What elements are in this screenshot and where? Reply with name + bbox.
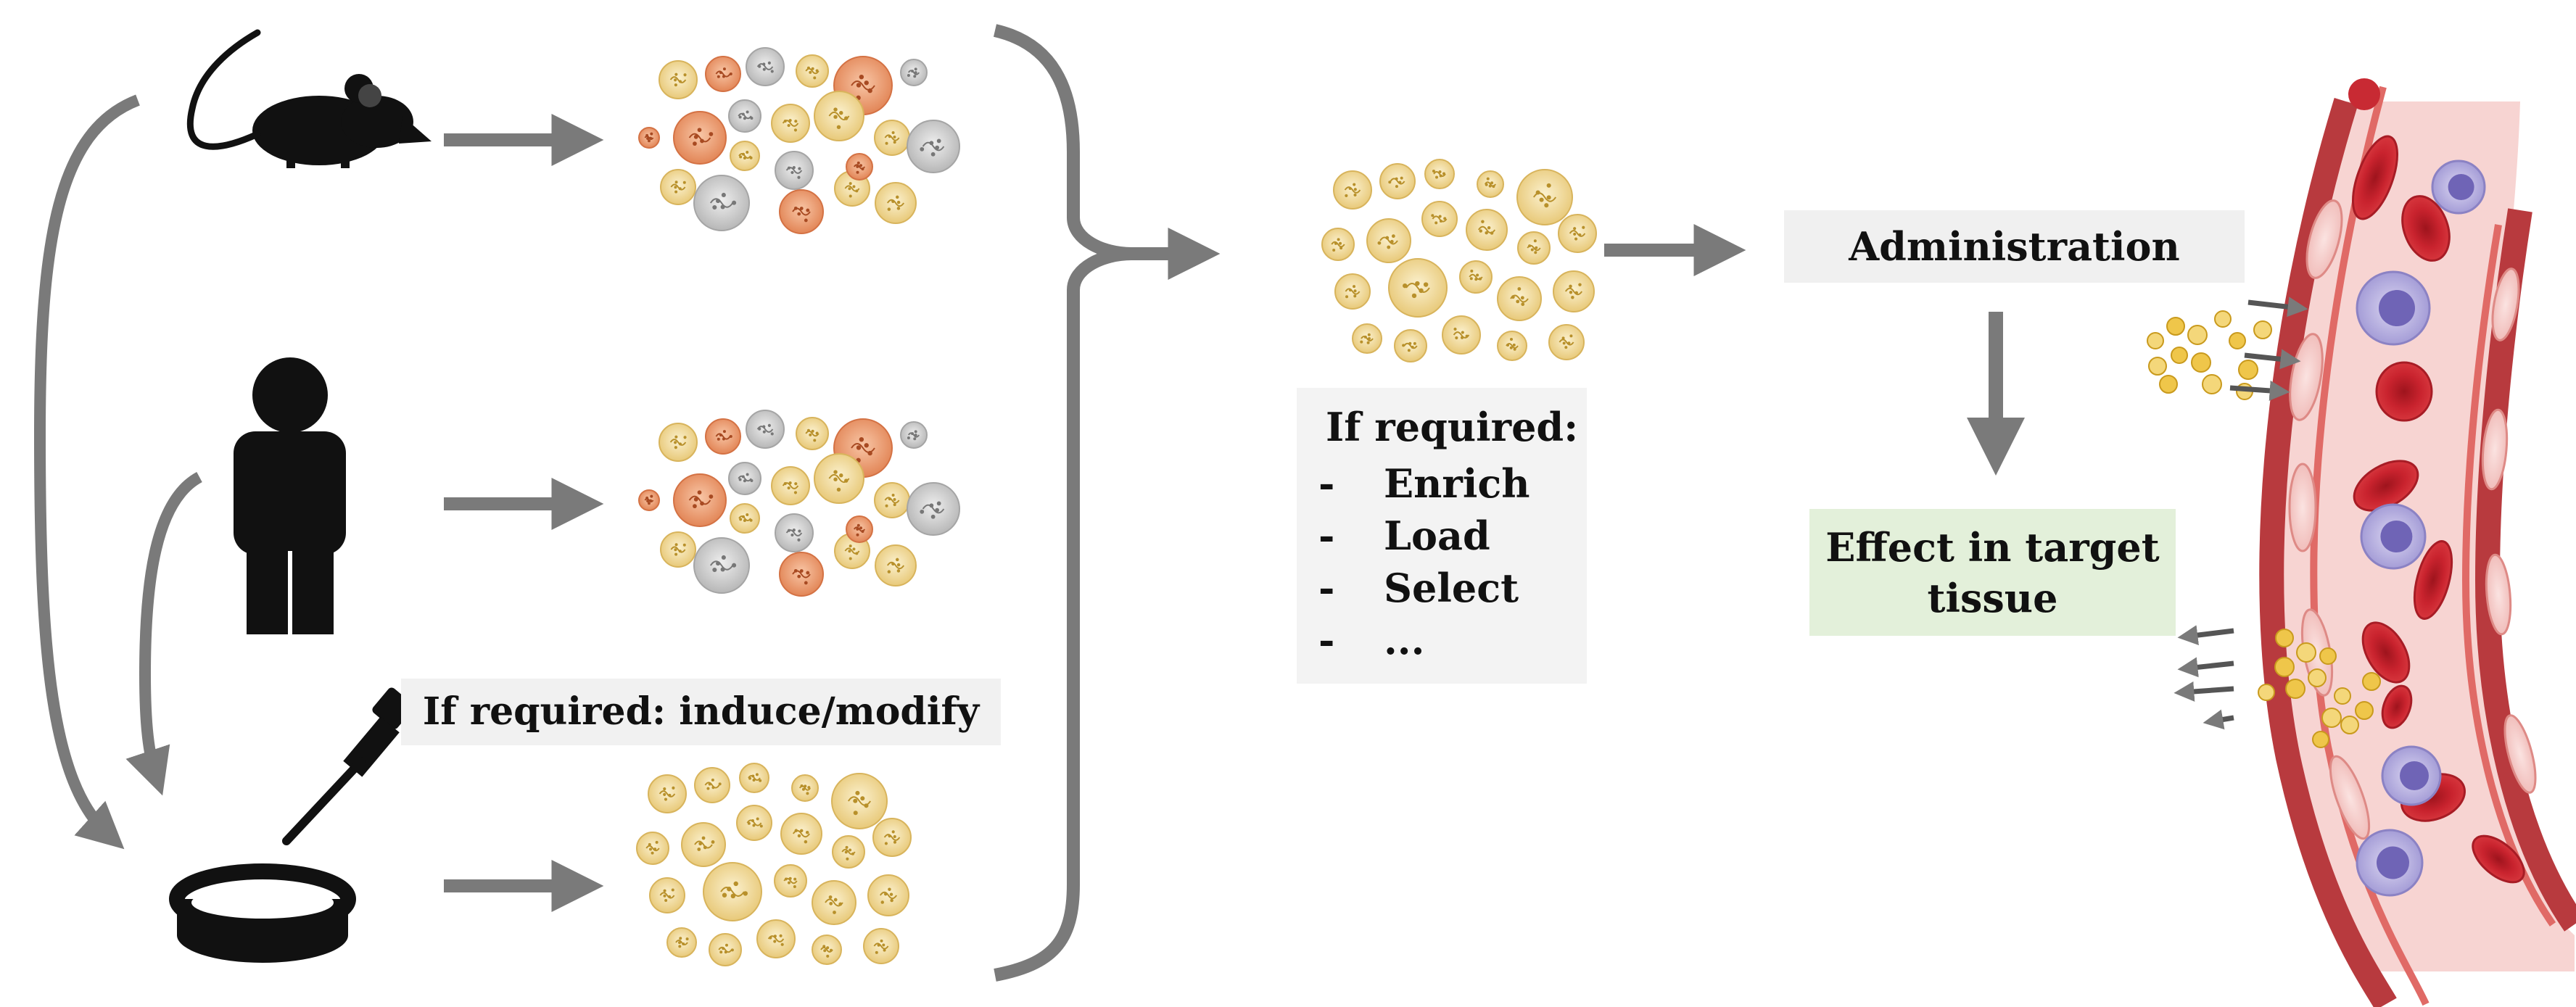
induce-modify-label: If required: induce/modify <box>401 679 1001 745</box>
small-arrows-out <box>2174 625 2234 730</box>
effect-in-target-tissue-label: Effect in target tissue <box>1809 509 2176 636</box>
vesicle-cluster-pooled <box>1321 159 1597 362</box>
red-blood-cell <box>2361 621 2411 684</box>
red-blood-cell <box>2375 361 2433 422</box>
arrow-mouse-to-dish <box>33 94 140 850</box>
arrow-human-to-dish <box>125 471 203 796</box>
pipette-icon <box>282 687 414 845</box>
red-blood-cell <box>2472 834 2525 884</box>
blood-vessel-icon <box>2259 78 2576 1007</box>
red-blood-cell <box>2413 540 2453 620</box>
red-blood-cell <box>2353 460 2419 512</box>
red-blood-cell <box>2401 195 2451 262</box>
mouse-icon <box>186 29 432 168</box>
vesicle-cluster-human <box>638 410 960 597</box>
brace-bracket <box>993 24 1221 982</box>
red-blood-cell <box>2352 135 2398 220</box>
red-blood-cell <box>2381 684 2413 729</box>
if-required-title: If required: <box>1326 404 1579 450</box>
administration-label: Administration <box>1784 210 2245 283</box>
vesicle-cluster-mouse <box>638 47 960 234</box>
small-arrows-in <box>2229 297 2308 401</box>
effect-text: Effect in target tissue <box>1825 523 2160 621</box>
petri-dish-icon <box>169 863 356 963</box>
if-required-box: If required: - Enrich - Load - Select - … <box>1297 388 1587 684</box>
vesicle-cluster-culture <box>636 763 912 966</box>
extracellular-vesicle-dots <box>2147 310 2381 748</box>
human-icon <box>234 357 346 634</box>
